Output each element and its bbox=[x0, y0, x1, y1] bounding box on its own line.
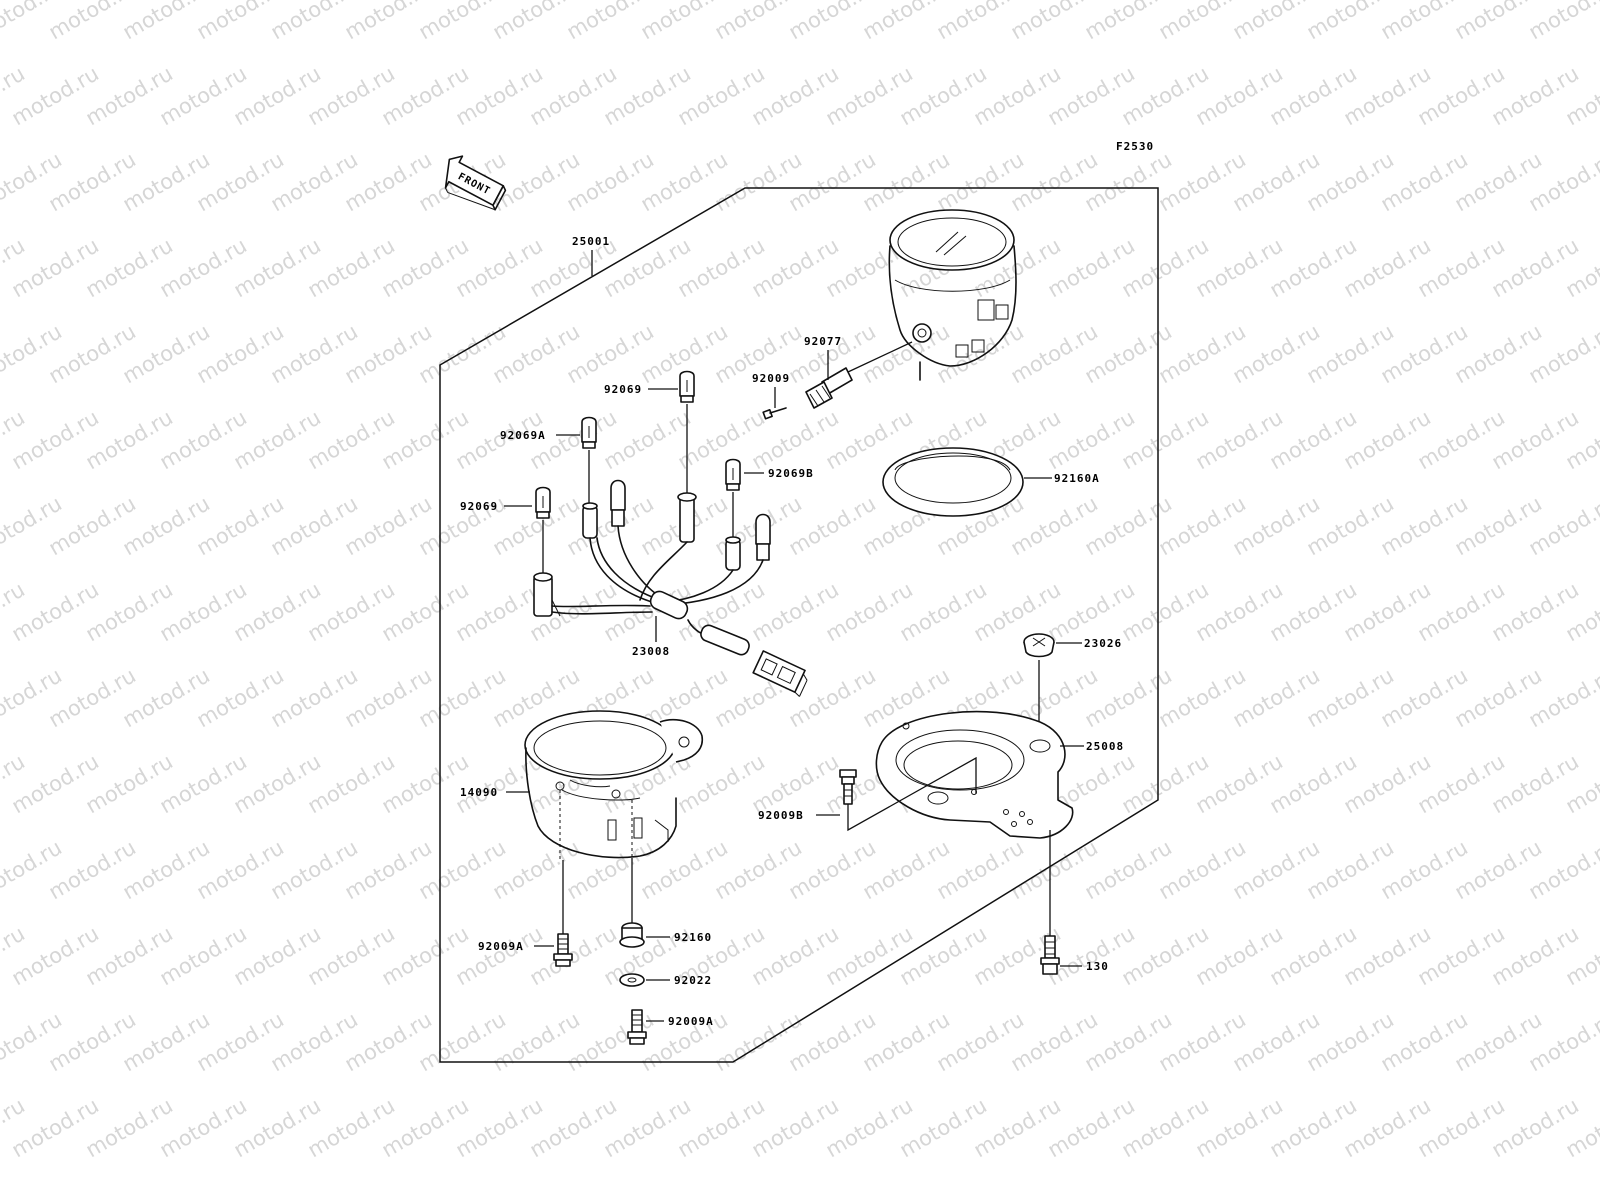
meter-assembly bbox=[888, 209, 1017, 381]
axis-92009B bbox=[847, 756, 977, 832]
bulb-92069-top-icon bbox=[679, 370, 695, 403]
bulb-92069-left-icon bbox=[535, 486, 551, 519]
bulb-92069A-icon bbox=[581, 416, 597, 449]
bracket-25008 bbox=[875, 710, 1074, 839]
label-23026: 23026 bbox=[1084, 637, 1122, 650]
label-92077: 92077 bbox=[804, 335, 842, 348]
label-25008: 25008 bbox=[1086, 740, 1124, 753]
grommet-92160-icon bbox=[619, 922, 645, 948]
bolt-130-icon bbox=[1040, 935, 1060, 975]
screw-92009 bbox=[762, 407, 787, 420]
cable-fitting-92077 bbox=[805, 341, 913, 409]
label-92069-left: 92069 bbox=[460, 500, 498, 513]
label-92069B: 92069B bbox=[768, 467, 814, 480]
label-92009A-bottom: 92009A bbox=[668, 1015, 714, 1028]
cap-23026-icon bbox=[1023, 633, 1055, 658]
wire-harness-23008 bbox=[533, 479, 808, 697]
bolt-92009B-icon bbox=[839, 769, 857, 805]
label-130: 130 bbox=[1086, 960, 1109, 973]
screw-92009A-left-icon bbox=[553, 933, 573, 967]
label-92009: 92009 bbox=[752, 372, 790, 385]
ring-92160A bbox=[882, 447, 1024, 517]
label-92160: 92160 bbox=[674, 931, 712, 944]
label-92022: 92022 bbox=[674, 974, 712, 987]
watermark-text: motod.ru bbox=[1525, 0, 1600, 44]
washer-92022-icon bbox=[619, 973, 645, 987]
label-92009A-left: 92009A bbox=[478, 940, 524, 953]
watermark-layer: motod.rumotod.rumotod.rumotod.rumotod.ru… bbox=[0, 0, 1600, 1162]
label-92160A: 92160A bbox=[1054, 472, 1100, 485]
label-23008: 23008 bbox=[632, 645, 670, 658]
assembly-frame bbox=[439, 187, 1159, 1063]
figure-code: F2530 bbox=[1116, 140, 1154, 153]
label-92009B: 92009B bbox=[758, 809, 804, 822]
label-25001: 25001 bbox=[572, 235, 610, 248]
label-92069-top: 92069 bbox=[604, 383, 642, 396]
bulb-92069B-icon bbox=[725, 458, 741, 491]
screw-92009A-bottom-icon bbox=[627, 1009, 647, 1045]
meter-case-14090 bbox=[524, 710, 704, 859]
label-14090: 14090 bbox=[460, 786, 498, 799]
label-92069A: 92069A bbox=[500, 429, 546, 442]
